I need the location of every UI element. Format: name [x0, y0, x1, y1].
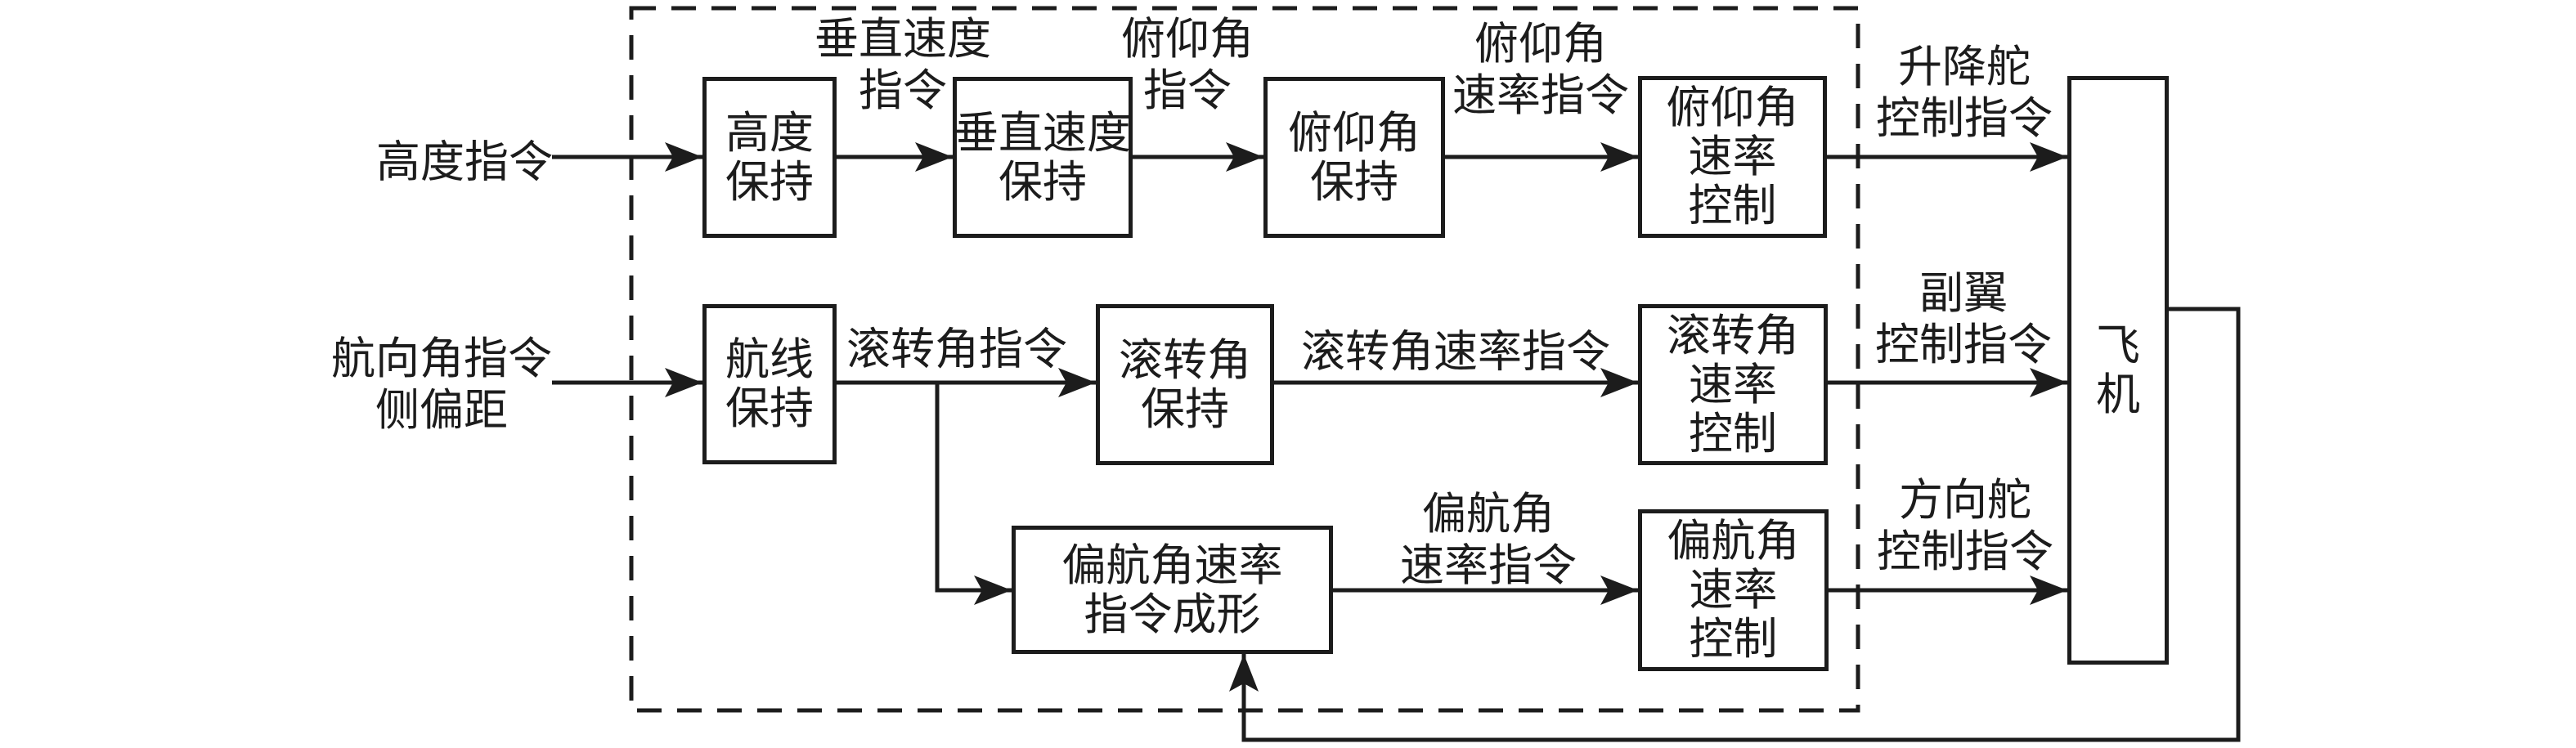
input-altitude-command-text: 高度指令: [376, 136, 553, 188]
block-roll-hold-line2: 保持: [1141, 383, 1229, 435]
label-elevator-control-command: 升降舵 控制指令: [1876, 41, 2053, 144]
label-rudder-control-command: 方向舵 控制指令: [1877, 474, 2053, 577]
block-yaw-rate-control-line1: 偏航角: [1667, 515, 1800, 567]
block-yaw-rate-control-line3: 控制: [1689, 613, 1778, 665]
block-route-hold: 航线 保持: [702, 304, 837, 464]
feedback-aircraft-to-yaw-shaping: [1229, 307, 2241, 742]
block-pitch-rate-control-line3: 控制: [1688, 180, 1777, 231]
block-aircraft-line1: 飞: [2096, 320, 2140, 371]
block-roll-rate-control-line3: 控制: [1689, 407, 1777, 459]
label-rudder-control-command-line1: 方向舵: [1899, 474, 2031, 526]
label-pitch-rate-command-line1: 俯仰角: [1474, 18, 1607, 69]
block-aircraft-line2: 机: [2096, 369, 2140, 420]
block-vertical-speed-hold-line1: 垂直速度: [954, 106, 1131, 159]
block-yaw-rate-control-line2: 速率: [1689, 564, 1778, 616]
block-roll-rate-control-line1: 滚转角: [1667, 309, 1799, 361]
label-rudder-control-command-line2: 控制指令: [1877, 526, 2053, 577]
block-aircraft: 飞 机: [2067, 76, 2169, 665]
label-yaw-rate-command-line1: 偏航角: [1422, 488, 1555, 540]
block-yaw-rate-control: 偏航角 速率 控制: [1638, 509, 1829, 671]
label-pitch-command-line2: 指令: [1143, 65, 1232, 116]
block-yaw-rate-command-shaping: 偏航角速率 指令成形: [1012, 526, 1333, 654]
block-route-hold-line2: 保持: [725, 383, 814, 434]
label-aileron-control-command-line2: 控制指令: [1875, 319, 2052, 370]
block-vertical-speed-hold-line2: 保持: [999, 155, 1087, 208]
block-roll-rate-control-line2: 速率: [1689, 358, 1777, 410]
block-pitch-hold-line2: 保持: [1310, 155, 1398, 208]
label-aileron-control-command-line1: 副翼: [1919, 267, 2008, 319]
block-yaw-rate-command-shaping-line2: 指令成形: [1084, 588, 1261, 640]
block-route-hold-line1: 航线: [725, 334, 814, 385]
block-roll-rate-control: 滚转角 速率 控制: [1638, 304, 1828, 465]
block-altitude-hold: 高度 保持: [702, 77, 837, 238]
label-pitch-command-line1: 俯仰角: [1121, 13, 1254, 65]
input-heading-command-line1: 航向角指令: [331, 333, 552, 384]
label-pitch-rate-command: 俯仰角 速率指令: [1452, 18, 1629, 121]
block-roll-hold: 滚转角 保持: [1096, 304, 1274, 465]
input-altitude-command: 高度指令: [376, 137, 553, 188]
label-elevator-control-command-line2: 控制指令: [1876, 92, 2053, 144]
block-altitude-hold-line2: 保持: [725, 155, 814, 208]
input-heading-command: 航向角指令 侧偏距: [331, 333, 552, 436]
block-pitch-hold-line1: 俯仰角: [1288, 106, 1420, 159]
block-roll-hold-line1: 滚转角: [1119, 334, 1251, 386]
label-pitch-rate-command-line2: 速率指令: [1452, 69, 1629, 121]
label-yaw-rate-command-line2: 速率指令: [1400, 540, 1577, 591]
block-yaw-rate-command-shaping-line1: 偏航角速率: [1061, 539, 1283, 591]
label-vertical-speed-command-line1: 垂直速度: [815, 13, 991, 65]
label-roll-rate-command: 滚转角速率指令: [1301, 326, 1610, 378]
branch-roll-to-yaw-shaping: [935, 383, 1012, 605]
block-pitch-rate-control-line2: 速率: [1688, 131, 1777, 182]
block-pitch-hold: 俯仰角 保持: [1263, 77, 1445, 238]
block-pitch-rate-control-line1: 俯仰角: [1666, 82, 1799, 133]
label-vertical-speed-command-line2: 指令: [859, 65, 947, 116]
label-vertical-speed-command: 垂直速度 指令: [815, 13, 991, 116]
input-heading-command-line2: 侧偏距: [375, 384, 508, 436]
label-roll-command-text: 滚转角指令: [846, 323, 1067, 375]
block-altitude-hold-line1: 高度: [725, 106, 814, 159]
label-aileron-control-command: 副翼 控制指令: [1875, 267, 2052, 370]
label-pitch-command: 俯仰角 指令: [1121, 13, 1254, 116]
label-elevator-control-command-line1: 升降舵: [1898, 41, 2031, 92]
block-vertical-speed-hold: 垂直速度 保持: [953, 77, 1133, 238]
block-pitch-rate-control: 俯仰角 速率 控制: [1638, 76, 1827, 238]
label-roll-rate-command-text: 滚转角速率指令: [1301, 325, 1610, 378]
label-roll-command: 滚转角指令: [846, 324, 1067, 375]
label-yaw-rate-command: 偏航角 速率指令: [1400, 488, 1577, 591]
